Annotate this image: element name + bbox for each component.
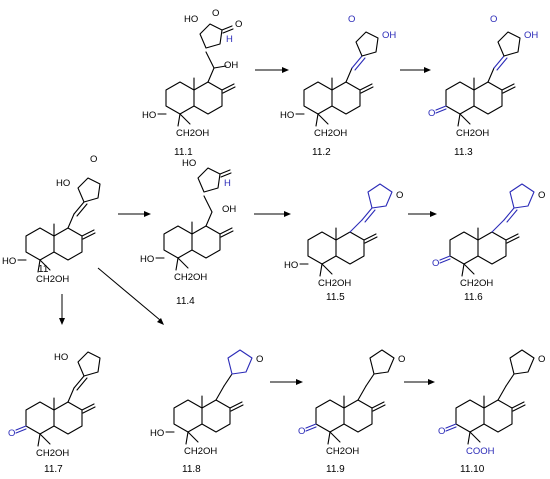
- compound-11-8: HO CH2OH O 11.8: [150, 349, 263, 475]
- hydroxymethyl-label: CH2OH: [318, 278, 351, 289]
- compound-11-5: HO CH2OH O 11.5: [284, 183, 403, 303]
- carbonyl-oxygen-label: O: [396, 190, 403, 201]
- carbonyl-oxygen-label: O: [538, 190, 545, 201]
- compound-caption: 11.5: [326, 292, 345, 303]
- compound-11: HO CH2OH HO O 11: [2, 154, 101, 285]
- compound-11-10: O COOH O 11.10: [438, 349, 545, 475]
- compound-11-2: HO CH2OH O OH 11.2: [280, 14, 396, 158]
- carbonyl-oxygen-label: O: [438, 426, 445, 437]
- compound-caption: 11.10: [460, 464, 485, 475]
- hydroxyl-label: HO: [140, 254, 154, 265]
- compound-caption: 11.8: [182, 464, 201, 475]
- hydroxyl-label: HO: [54, 352, 68, 363]
- compound-caption: 11: [38, 264, 49, 275]
- compound-11-7: O CH2OH HO 11.7: [8, 351, 101, 475]
- carbonyl-oxygen-label: O: [538, 354, 545, 365]
- hydroxyl-label: HO: [150, 428, 164, 439]
- compound-caption: 11.1: [174, 147, 193, 158]
- hydroxyl-right-label: OH: [224, 60, 238, 71]
- hydrogen-label: H: [226, 34, 233, 45]
- hydroxyl-label: HO: [142, 110, 156, 121]
- hydrogen-label: H: [224, 178, 231, 189]
- carbonyl-oxygen-label: O: [235, 19, 242, 30]
- hydroxymethyl-label: CH2OH: [184, 446, 217, 457]
- compound-caption: 11.3: [454, 147, 473, 158]
- carbonyl-oxygen-label: O: [256, 354, 263, 365]
- compound-caption: 11.2: [312, 147, 331, 158]
- compound-11-4: HO CH2OH HO H OH 11.4: [140, 158, 236, 307]
- compound-11-9: O CH2OH O 11.9: [298, 349, 405, 475]
- hydroxyl-label: HO: [56, 178, 70, 189]
- compound-caption: 11.4: [176, 296, 195, 307]
- compound-11-3: O CH2OH O OH 11.3: [428, 14, 538, 158]
- carbonyl-oxygen-label: O: [428, 108, 435, 119]
- hydroxyl-label: HO: [2, 256, 16, 267]
- hydroxymethyl-label: CH2OH: [460, 278, 493, 289]
- hydroxymethyl-label: CH2OH: [176, 128, 209, 139]
- carbonyl-oxygen-label: O: [432, 258, 439, 269]
- reaction-arrow: [97, 267, 161, 321]
- hydroxymethyl-label: CH2OH: [456, 128, 489, 139]
- hydroxyl-label: HO: [182, 158, 196, 169]
- hydroxymethyl-label: CH2OH: [36, 274, 69, 285]
- hydroxyl-right-label: OH: [382, 30, 396, 41]
- ring-oxygen-label: O: [90, 154, 97, 165]
- hydroxyl-label: HO: [184, 14, 198, 25]
- hydroxyl-label: HO: [284, 260, 298, 271]
- hydroxymethyl-label: CH2OH: [174, 272, 207, 283]
- hydroxyl-right-label: OH: [222, 204, 236, 215]
- hydroxymethyl-label: CH2OH: [326, 446, 359, 457]
- carbonyl-oxygen-label: O: [298, 426, 305, 437]
- hydroxymethyl-label: CH2OH: [314, 128, 347, 139]
- hydroxyl-right-label: OH: [524, 30, 538, 41]
- ring-oxygen-label: O: [212, 8, 219, 19]
- compound-11-1: HO CH2OH HO O O H OH 11.1: [142, 8, 242, 158]
- hydroxyl-label: HO: [280, 110, 294, 121]
- ring-oxygen-label: O: [490, 14, 497, 25]
- compound-11-6: O CH2OH O 11.6: [432, 183, 545, 303]
- hydroxymethyl-label: CH2OH: [36, 448, 69, 459]
- carboxyl-label: COOH: [466, 446, 495, 457]
- carbonyl-oxygen-label: O: [8, 428, 15, 439]
- compound-caption: 11.9: [326, 464, 345, 475]
- compound-caption: 11.6: [464, 292, 483, 303]
- compound-caption: 11.7: [44, 464, 63, 475]
- carbonyl-oxygen-label: O: [398, 354, 405, 365]
- ring-oxygen-label: O: [348, 14, 355, 25]
